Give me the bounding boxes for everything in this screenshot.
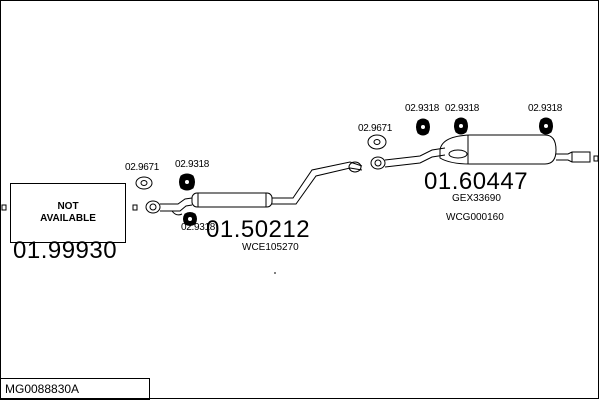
hanger-icon bbox=[454, 117, 468, 135]
fitting-label-gasket-rear: 02.9671 bbox=[358, 123, 393, 134]
fitting-label-gasket-front: 02.9671 bbox=[125, 162, 160, 173]
reference-number: MG0088830A bbox=[0, 378, 150, 400]
connector-marker-left bbox=[1, 204, 7, 211]
fitting-label-hanger-rear-1: 02.9318 bbox=[405, 103, 440, 114]
gasket-icon bbox=[370, 156, 386, 170]
gasket-icon bbox=[367, 134, 387, 150]
gasket-icon bbox=[348, 161, 362, 173]
fitting-label-hanger-front-top: 02.9318 bbox=[175, 159, 210, 170]
not-available-line2: AVAILABLE bbox=[40, 213, 96, 224]
oe-code-rear-1: GEX33690 bbox=[452, 193, 501, 204]
part-number-rear: 01.60447 bbox=[424, 168, 529, 195]
connector-marker-mid bbox=[132, 204, 138, 211]
part-number-middle: 01.50212 bbox=[206, 216, 311, 243]
connector-marker-right bbox=[593, 155, 599, 162]
fitting-label-hanger-rear-3: 02.9318 bbox=[528, 103, 563, 114]
muffler-icon bbox=[439, 134, 557, 165]
hanger-icon bbox=[183, 212, 197, 226]
muffler-icon bbox=[191, 192, 273, 208]
gasket-icon bbox=[135, 176, 153, 190]
gasket-icon bbox=[145, 200, 161, 214]
hanger-icon bbox=[179, 173, 195, 191]
part-number-front: 01.99930 bbox=[13, 237, 118, 264]
fitting-label-hanger-rear-2: 02.9318 bbox=[445, 103, 480, 114]
oe-code-rear-2: WCG000160 bbox=[446, 212, 504, 223]
oe-code-middle: WCE105270 bbox=[242, 242, 299, 253]
hanger-icon bbox=[539, 117, 553, 135]
not-available-box: NOT AVAILABLE bbox=[10, 183, 126, 243]
fitting-label-hanger-front-bottom: 02.9318 bbox=[181, 222, 216, 233]
exhaust-pipe-icon bbox=[160, 197, 193, 212]
hanger-icon bbox=[416, 118, 430, 136]
not-available-line1: NOT bbox=[57, 201, 79, 212]
